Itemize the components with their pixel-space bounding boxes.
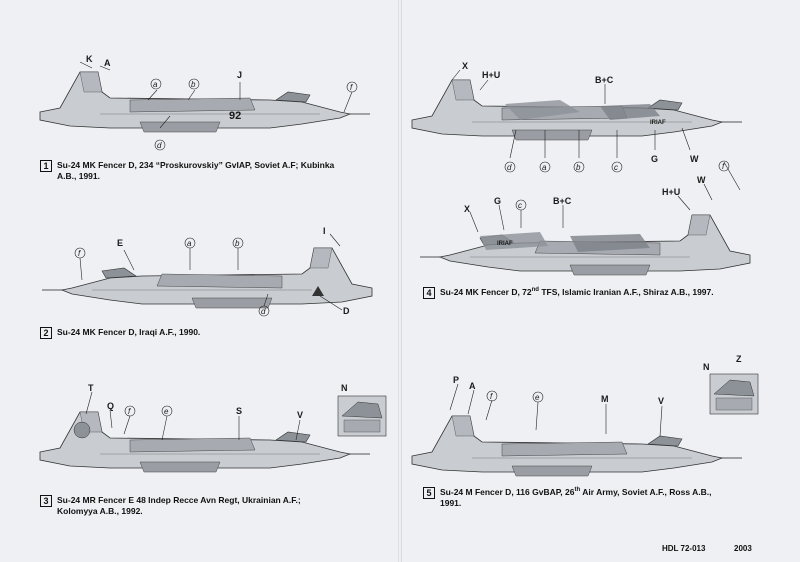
profile-3-number-box: 3 bbox=[40, 495, 52, 507]
profile-3-callout-s: S bbox=[236, 406, 242, 416]
profile-2-callout-d-upper: D bbox=[343, 306, 350, 316]
profile-1-circle-d bbox=[154, 139, 166, 151]
profile-4-lower-callout-w: W bbox=[697, 175, 706, 185]
profile-2-circle-f bbox=[74, 247, 86, 259]
profile-2-callout-f: f bbox=[78, 249, 81, 258]
profile-5-callout-f: f bbox=[490, 392, 493, 401]
profile-3-callout-q: Q bbox=[107, 401, 114, 411]
profile-4-callout-w: W bbox=[690, 154, 699, 164]
profile-5-callout-v: V bbox=[658, 396, 664, 406]
profile-2-callout-d: d bbox=[261, 307, 266, 316]
profile-4-circle-b bbox=[573, 161, 585, 173]
profile-4-circle-a bbox=[539, 161, 551, 173]
profile-5-callout-m: M bbox=[601, 394, 609, 404]
page-fold bbox=[398, 0, 402, 562]
profile-2-caption: 2 Su-24 MK Fencer D, Iraqi A.F., 1990. bbox=[40, 327, 200, 339]
profile-5-caption-line-2: 1991. bbox=[440, 498, 462, 508]
profile-4-aircraft-lower bbox=[420, 183, 750, 275]
profile-1-callout-f: f bbox=[350, 83, 353, 92]
profile-1-caption-line-1: Su-24 MK Fencer D, 234 “Proskurovskiy” G… bbox=[57, 160, 335, 170]
profile-4-lower-callout-x: X bbox=[464, 204, 470, 214]
profile-4-callout-f: f bbox=[722, 162, 725, 171]
profile-4-circle-c bbox=[611, 161, 623, 173]
profile-4-lower-callout-g: G bbox=[494, 196, 501, 206]
profile-4-marking-iriaf: IRIAF bbox=[650, 120, 666, 126]
profile-5-caption-pre: Su-24 M Fencer D, 116 GvBAP, 26 bbox=[440, 487, 575, 497]
profile-4-circle-f bbox=[718, 160, 730, 172]
profile-4-lower-callout-h-u: H+U bbox=[662, 187, 680, 197]
profile-5-callout-e: e bbox=[535, 393, 540, 402]
profile-5-callout-z: Z bbox=[736, 354, 742, 364]
sheet-year: 2003 bbox=[734, 544, 752, 553]
profile-4-callout-x: X bbox=[462, 61, 468, 71]
profile-4-caption-post: TFS, Islamic Iranian A.F., Shiraz A.B., … bbox=[538, 287, 714, 297]
profile-1-callout-k: K bbox=[86, 54, 93, 64]
profile-2-aircraft bbox=[42, 233, 372, 311]
profile-5-callout-a: A bbox=[469, 381, 476, 391]
profile-4-caption: 4 Su-24 MK Fencer D, 72nd TFS, Islamic Ir… bbox=[423, 287, 714, 299]
profile-2-circle-a bbox=[184, 237, 196, 249]
profile-2-circle-d bbox=[258, 305, 270, 317]
profile-5-callout-p: P bbox=[453, 375, 459, 385]
profile-2-callout-b: b bbox=[235, 239, 240, 248]
profile-1-number-box: 1 bbox=[40, 160, 52, 172]
profile-5-caption-post: Air Army, Soviet A.F., Ross A.B., bbox=[580, 487, 712, 497]
profile-1-callout-b: b bbox=[191, 80, 196, 89]
profile-1-caption: 1 Su-24 MK Fencer D, 234 “Proskurovskiy” … bbox=[40, 160, 334, 182]
sheet-code: HDL 72-013 bbox=[662, 544, 706, 553]
profile-1-callout-d: d bbox=[157, 141, 162, 150]
profile-3-caption: 3 Su-24 MR Fencer E 48 Indep Recce Avn Re… bbox=[40, 495, 301, 517]
profile-5-circle-f bbox=[486, 390, 498, 402]
profile-5-aircraft bbox=[411, 373, 759, 477]
profile-5-caption: 5 Su-24 M Fencer D, 116 GvBAP, 26th Air A… bbox=[423, 487, 711, 509]
profile-3-circle-f bbox=[124, 405, 136, 417]
profile-4-lower-callout-b-c: B+C bbox=[553, 196, 572, 206]
profile-2-callout-e: E bbox=[117, 238, 123, 248]
profile-4-callout-b-c: B+C bbox=[595, 75, 614, 85]
profile-4-callout-b: b bbox=[576, 163, 581, 172]
profile-5-caption-sup: th bbox=[574, 487, 581, 494]
profile-1-circle-f bbox=[346, 81, 358, 93]
profile-1-circle-a bbox=[150, 78, 162, 90]
profile-3-callout-t: T bbox=[88, 383, 94, 393]
profile-2-number-box: 2 bbox=[40, 327, 52, 339]
profile-2-callout-a: a bbox=[187, 239, 192, 248]
profile-4-number-box: 4 bbox=[423, 287, 435, 299]
profile-4-lower-circle-c bbox=[515, 199, 527, 211]
profile-3-callout-f: f bbox=[128, 407, 131, 416]
profile-4-caption-pre: Su-24 MK Fencer D, 72 bbox=[440, 287, 532, 297]
profile-4-callout-h-u: H+U bbox=[482, 70, 500, 80]
profile-1-callout-j: J bbox=[237, 70, 242, 80]
profile-1-caption-line-2: A.B., 1991. bbox=[57, 171, 100, 181]
profile-2-caption-line-1: Su-24 MK Fencer D, Iraqi A.F., 1990. bbox=[57, 327, 201, 337]
profile-1-aircraft bbox=[39, 61, 371, 133]
profile-4-callout-c: c bbox=[614, 163, 618, 172]
profile-4-aircraft-upper bbox=[411, 69, 743, 191]
profile-4-lower-marking-iriaf: IRIAF bbox=[497, 241, 513, 247]
profile-3-callout-n: N bbox=[341, 383, 348, 393]
profile-4-callout-d: d bbox=[507, 163, 512, 172]
profile-2-circle-b bbox=[232, 237, 244, 249]
profile-4-circle-d bbox=[504, 161, 516, 173]
profile-3-caption-line-1: Su-24 MR Fencer E 48 Indep Recce Avn Reg… bbox=[57, 495, 301, 505]
profile-3-aircraft bbox=[39, 391, 387, 473]
profile-5-number-box: 5 bbox=[423, 487, 435, 499]
profile-4-callout-g: G bbox=[651, 154, 658, 164]
profile-1-callout-a: A bbox=[104, 58, 111, 68]
profile-1-circle-b bbox=[188, 78, 200, 90]
profile-5-callout-n: N bbox=[703, 362, 710, 372]
profile-3-caption-line-2: Kolomyya A.B., 1992. bbox=[57, 506, 143, 516]
profile-3-callout-e: e bbox=[164, 407, 169, 416]
profile-4-caption-sup: nd bbox=[531, 287, 539, 294]
profile-4-callout-a: a bbox=[542, 163, 547, 172]
profile-4-lower-callout-c: c bbox=[518, 201, 522, 210]
profile-5-circle-e bbox=[532, 391, 544, 403]
profile-3-callout-v: V bbox=[297, 410, 303, 420]
profile-1-callout-a-small: a bbox=[153, 80, 158, 89]
profile-2-callout-i: I bbox=[323, 226, 326, 236]
profile-3-circle-e bbox=[161, 405, 173, 417]
profile-1-number: 92 bbox=[229, 110, 241, 122]
